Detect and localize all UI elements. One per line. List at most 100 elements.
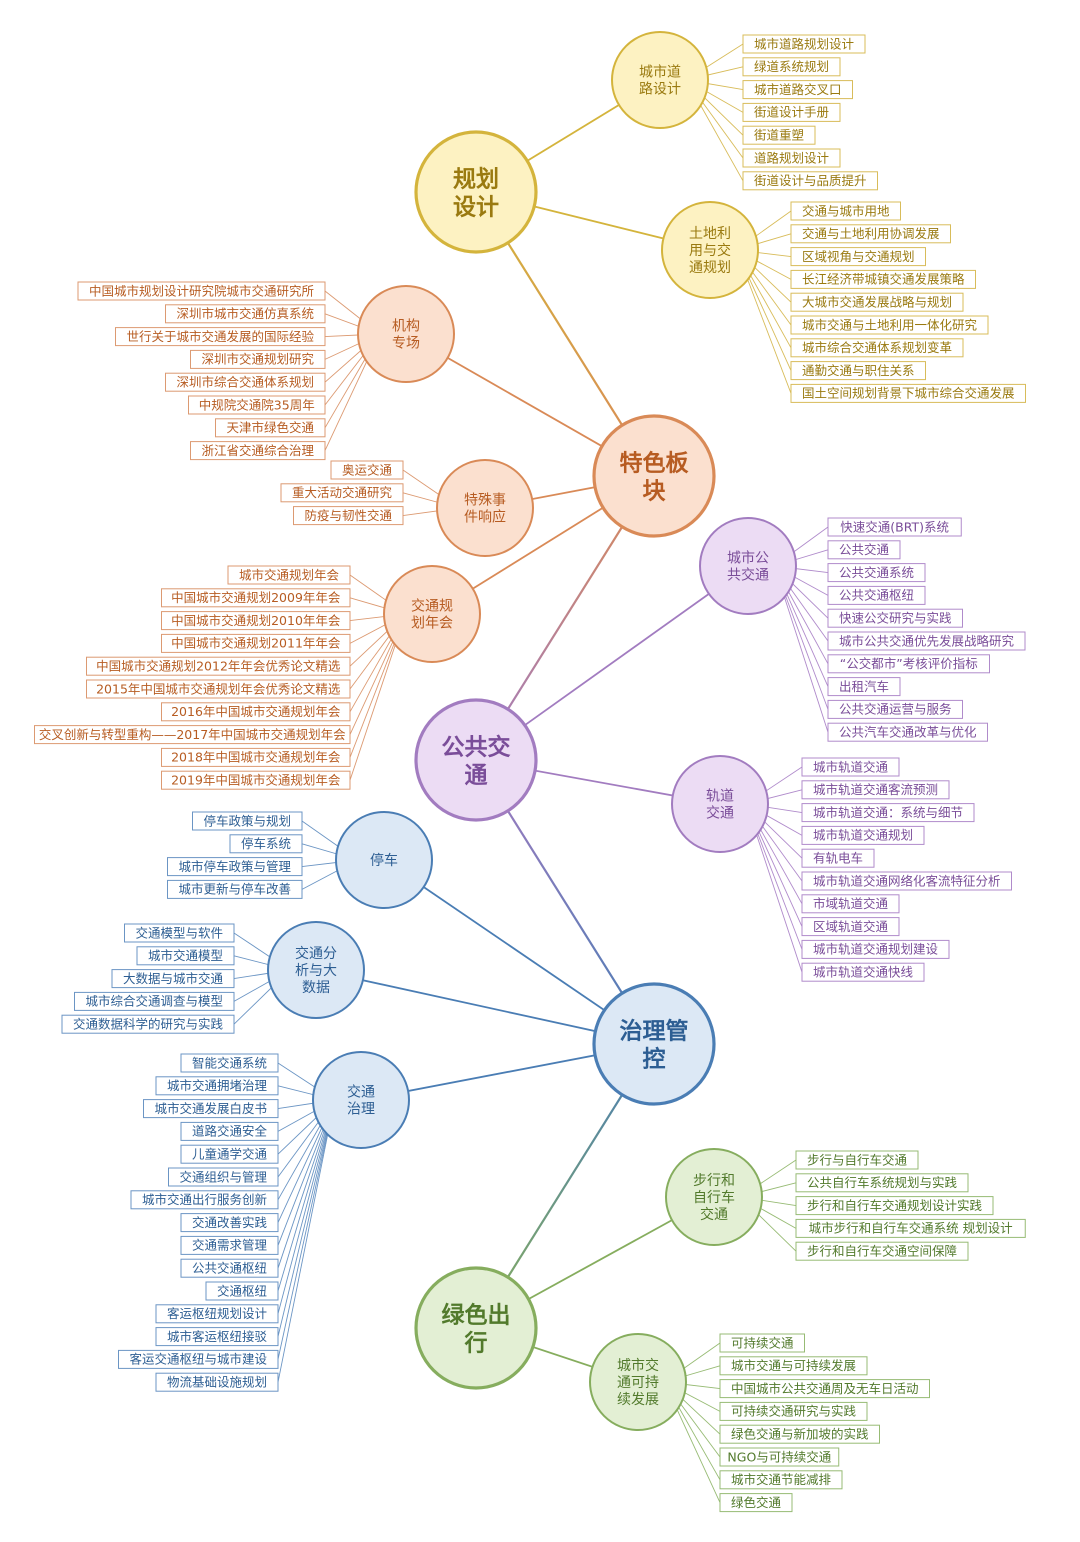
leaf-topic[interactable]: 智能交通系统 (180, 1053, 279, 1073)
leaf-topic[interactable]: 城市步行和自行车交通系统 规划设计 (795, 1218, 1026, 1238)
leaf-topic[interactable]: 交通模型与软件 (124, 923, 235, 943)
leaf-topic[interactable]: 城市轨道交通 (801, 757, 900, 777)
sub-topic-buxing[interactable]: 步行和自行车交通 (665, 1148, 763, 1246)
leaf-topic[interactable]: 交通改善实践 (180, 1213, 279, 1233)
leaf-topic[interactable]: 城市交通出行服务创新 (130, 1190, 279, 1210)
leaf-topic[interactable]: 2019年中国城市交通规划年会 (161, 770, 351, 790)
sub-topic-tingche[interactable]: 停车 (335, 811, 433, 909)
leaf-topic[interactable]: 中国城市交通规划2011年年会 (161, 633, 351, 653)
leaf-topic[interactable]: 城市轨道交通客流预测 (801, 780, 950, 800)
sub-topic-teshu[interactable]: 特殊事件响应 (436, 459, 534, 557)
leaf-topic[interactable]: 绿道系统规划 (742, 57, 841, 77)
leaf-topic[interactable]: 有轨电车 (801, 848, 875, 868)
leaf-topic[interactable]: 防疫与韧性交通 (293, 506, 404, 526)
leaf-topic[interactable]: 城市轨道交通快线 (801, 962, 925, 982)
leaf-topic[interactable]: 城市公共交通优先发展战略研究 (827, 631, 1026, 651)
leaf-topic[interactable]: 深圳市城市交通仿真系统 (165, 304, 326, 324)
leaf-topic[interactable]: 交通与城市用地 (790, 201, 901, 221)
main-topic-zhili[interactable]: 治理管控 (592, 982, 716, 1106)
leaf-topic[interactable]: 中国城市公共交通周及无车日活动 (719, 1379, 930, 1399)
leaf-topic[interactable]: 公共汽车交通改革与优化 (827, 722, 988, 742)
sub-topic-jigou[interactable]: 机构专场 (357, 285, 455, 383)
leaf-topic[interactable]: 客运枢纽规划设计 (155, 1304, 279, 1324)
leaf-topic[interactable]: 步行和自行车交通规划设计实践 (795, 1196, 994, 1216)
leaf-topic[interactable]: 出租汽车 (827, 677, 901, 697)
leaf-topic[interactable]: 交通与土地利用协调发展 (790, 224, 951, 244)
leaf-topic[interactable]: 交叉创新与转型重构——2017年中国城市交通规划年会 (34, 725, 351, 745)
leaf-topic[interactable]: 道路规划设计 (742, 148, 841, 168)
leaf-topic[interactable]: 道路交通安全 (180, 1121, 279, 1141)
leaf-topic[interactable]: 可持续交通 (719, 1333, 805, 1353)
sub-topic-zhiliSub[interactable]: 交通治理 (312, 1051, 410, 1149)
leaf-topic[interactable]: 奥运交通 (330, 460, 404, 480)
leaf-topic[interactable]: 街道设计手册 (742, 102, 841, 122)
sub-topic-fenxi[interactable]: 交通分析与大数据 (267, 921, 365, 1019)
sub-topic-kechixu[interactable]: 城市交通可持续发展 (589, 1333, 687, 1431)
leaf-topic[interactable]: 城市交通规划年会 (227, 565, 351, 585)
leaf-topic[interactable]: 交通需求管理 (180, 1235, 279, 1255)
sub-topic-guidao[interactable]: 轨道交通 (671, 755, 769, 853)
leaf-topic[interactable]: “公交都市”考核评价指标 (827, 654, 990, 674)
leaf-topic[interactable]: 浙江省交通综合治理 (190, 441, 326, 461)
leaf-topic[interactable]: 公共交通枢纽 (827, 585, 926, 605)
main-topic-guihua[interactable]: 规划设计 (414, 130, 538, 254)
leaf-topic[interactable]: 公共自行车系统规划与实践 (795, 1173, 969, 1193)
leaf-topic[interactable]: NGO与可持续交通 (719, 1447, 840, 1467)
sub-topic-gongjiao[interactable]: 城市公共交通 (699, 517, 797, 615)
leaf-topic[interactable]: 重大活动交通研究 (280, 483, 404, 503)
leaf-topic[interactable]: 绿色交通 (719, 1493, 793, 1513)
leaf-topic[interactable]: 中国城市交通规划2009年年会 (161, 588, 351, 608)
leaf-topic[interactable]: 中国城市规划设计研究院城市交通研究所 (77, 281, 326, 301)
leaf-topic[interactable]: 中国城市交通规划2010年年会 (161, 611, 351, 631)
leaf-topic[interactable]: 城市更新与停车改善 (167, 879, 303, 899)
leaf-topic[interactable]: 长江经济带城镇交通发展策略 (790, 269, 976, 289)
leaf-topic[interactable]: 国土空间规划背景下城市综合交通发展 (790, 383, 1026, 403)
leaf-topic[interactable]: 客运交通枢纽与城市建设 (118, 1349, 279, 1369)
leaf-topic[interactable]: 城市综合交通体系规划变革 (790, 338, 964, 358)
leaf-topic[interactable]: 城市交通节能减排 (719, 1470, 843, 1490)
main-topic-lvse[interactable]: 绿色出行 (414, 1266, 538, 1390)
leaf-topic[interactable]: 可持续交通研究与实践 (719, 1401, 868, 1421)
leaf-topic[interactable]: 交通组织与管理 (168, 1167, 279, 1187)
leaf-topic[interactable]: 区域视角与交通规划 (790, 247, 926, 267)
leaf-topic[interactable]: 世行关于城市交通发展的国际经验 (115, 327, 326, 347)
leaf-topic[interactable]: 2018年中国城市交通规划年会 (161, 747, 351, 767)
leaf-topic[interactable]: 绿色交通与新加坡的实践 (719, 1424, 880, 1444)
leaf-topic[interactable]: 公共交通枢纽 (180, 1258, 279, 1278)
leaf-topic[interactable]: 中国城市交通规划2012年年会优秀论文精选 (86, 656, 351, 676)
leaf-topic[interactable]: 城市交通发展白皮书 (143, 1099, 279, 1119)
leaf-topic[interactable]: 儿童通学交通 (180, 1144, 279, 1164)
leaf-topic[interactable]: 中规院交通院35周年 (188, 395, 326, 415)
leaf-topic[interactable]: 城市道路交叉口 (742, 80, 853, 100)
leaf-topic[interactable]: 快速交通(BRT)系统 (827, 517, 962, 537)
leaf-topic[interactable]: 天津市绿色交通 (215, 418, 326, 438)
leaf-topic[interactable]: 城市客运枢纽接驳 (155, 1327, 279, 1347)
leaf-topic[interactable]: 城市道路规划设计 (742, 34, 866, 54)
sub-topic-daolu[interactable]: 城市道路设计 (611, 31, 709, 129)
leaf-topic[interactable]: 街道重塑 (742, 125, 816, 145)
leaf-topic[interactable]: 区域轨道交通 (801, 917, 900, 937)
leaf-topic[interactable]: 城市交通与可持续发展 (719, 1356, 868, 1376)
leaf-topic[interactable]: 大数据与城市交通 (111, 969, 235, 989)
leaf-topic[interactable]: 2015年中国城市交通规划年会优秀论文精选 (86, 679, 351, 699)
leaf-topic[interactable]: 2016年中国城市交通规划年会 (161, 702, 351, 722)
leaf-topic[interactable]: 步行和自行车交通空间保障 (795, 1241, 969, 1261)
leaf-topic[interactable]: 停车政策与规划 (192, 811, 303, 831)
leaf-topic[interactable]: 公共交通 (827, 540, 901, 560)
leaf-topic[interactable]: 市域轨道交通 (801, 894, 900, 914)
leaf-topic[interactable]: 城市交通与土地利用一体化研究 (790, 315, 989, 335)
sub-topic-tudi[interactable]: 土地利用与交通规划 (661, 201, 759, 299)
leaf-topic[interactable]: 公共交通运营与服务 (827, 699, 963, 719)
leaf-topic[interactable]: 城市综合交通调查与模型 (74, 991, 235, 1011)
leaf-topic[interactable]: 物流基础设施规划 (155, 1372, 279, 1392)
leaf-topic[interactable]: 深圳市交通规划研究 (190, 349, 326, 369)
leaf-topic[interactable]: 通勤交通与职住关系 (790, 361, 926, 381)
leaf-topic[interactable]: 深圳市综合交通体系规划 (165, 372, 326, 392)
leaf-topic[interactable]: 城市轨道交通规划建设 (801, 939, 950, 959)
leaf-topic[interactable]: 城市轨道交通网络化客流特征分析 (801, 871, 1012, 891)
leaf-topic[interactable]: 交通数据科学的研究与实践 (61, 1014, 235, 1034)
leaf-topic[interactable]: 步行与自行车交通 (795, 1150, 919, 1170)
leaf-topic[interactable]: 停车系统 (229, 834, 303, 854)
leaf-topic[interactable]: 公共交通系统 (827, 563, 926, 583)
leaf-topic[interactable]: 城市停车政策与管理 (167, 857, 303, 877)
